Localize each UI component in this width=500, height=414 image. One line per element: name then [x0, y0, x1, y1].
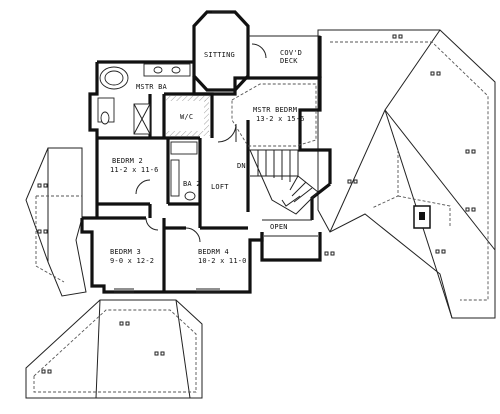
- covered-deck-label: COV'D: [280, 49, 302, 57]
- roof-right: [317, 29, 496, 319]
- building-walls: [80, 10, 332, 294]
- loft-label: LOFT: [211, 183, 229, 191]
- open-label: OPEN: [270, 223, 288, 231]
- staircase: [249, 149, 319, 215]
- bath-2-label: BA 2: [183, 180, 201, 188]
- roof-bottom: [25, 299, 203, 399]
- bedroom-2-dims: 11-2 x 11-6: [110, 166, 159, 174]
- master-bedroom-ceiling: [231, 83, 317, 147]
- bedroom-2-label: BEDRM 2: [112, 157, 143, 165]
- sitting-label: SITTING: [204, 51, 235, 59]
- roof-left: [25, 147, 87, 297]
- master-bedroom-label: MSTR BEDRM: [253, 106, 297, 114]
- walk-in-closet-label: W/C: [180, 113, 193, 121]
- closet-shelves: [166, 96, 210, 136]
- bedroom-4-label: BEDRM 4: [198, 248, 229, 256]
- bedroom-4-dims: 10-2 x 11-0: [198, 257, 247, 265]
- open-railing: [262, 219, 318, 237]
- master-bath-label: MSTR BA: [136, 83, 167, 91]
- chimney: [413, 205, 431, 229]
- bedroom-3-label: BEDRM 3: [110, 248, 141, 256]
- master-bath-fixtures: [97, 63, 191, 135]
- master-bedroom-dims: 13-2 x 15-6: [256, 115, 305, 123]
- windows: [81, 11, 300, 293]
- stair-down-label: DN: [237, 162, 246, 170]
- covered-deck-label-2: DECK: [280, 57, 298, 65]
- bath-2-fixtures: [170, 141, 198, 201]
- roof-vent-marks: [37, 34, 476, 374]
- bedroom-3-dims: 9-0 x 12-2: [110, 257, 154, 265]
- door-swings: [135, 43, 267, 243]
